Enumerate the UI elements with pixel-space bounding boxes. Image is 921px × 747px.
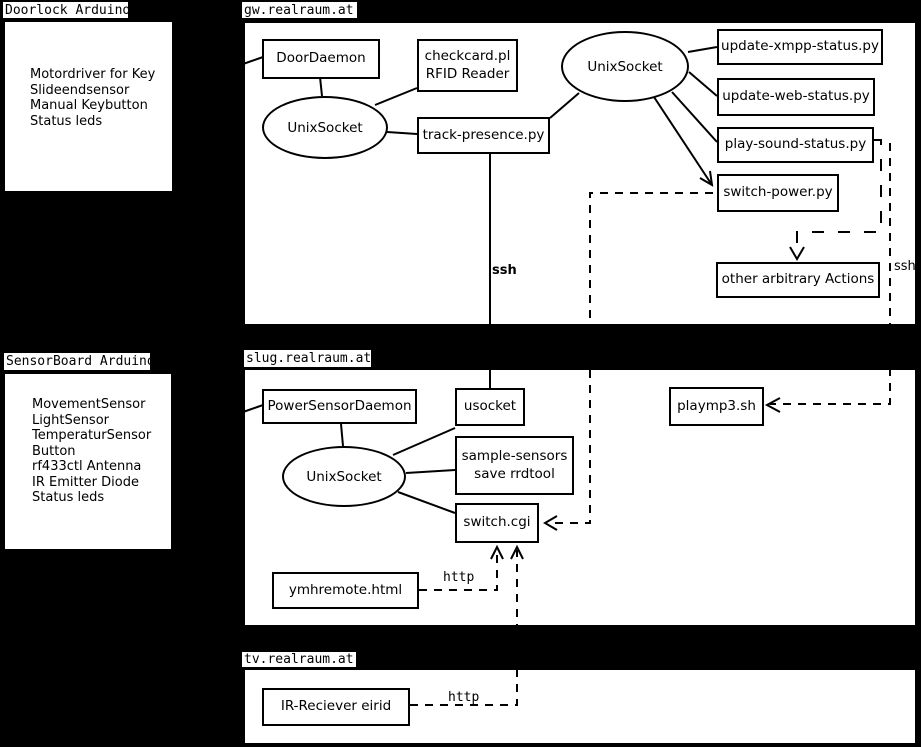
edge-label-ssh-track: ssh [492,263,517,278]
sensorboard-item: TemperaturSensor [32,428,152,443]
edge-unixsocketslug-switchcgi [397,491,456,514]
doorlock-item: Slideendsensor [30,82,130,98]
node-label: UnixSocket [587,58,663,75]
node-label: update-web-status.py [722,88,870,105]
node-sample-sensors: sample-sensors save rrdtool [455,436,574,495]
node-powersensordaemon: PowerSensorDaemon [262,389,417,424]
node-update-xmpp-status: update-xmpp-status.py [717,29,883,65]
node-unixsocket-gw: UnixSocket [561,31,689,102]
node-label: UnixSocket [287,119,363,136]
edge-unixsocketslug-samplesensors [405,469,456,474]
cluster-box-doorlock: Motordriver for Key Slideendsensor Manua… [3,20,174,193]
node-unixsocket-door: UnixSocket [262,96,388,159]
edge-unixsocketgw-playsound [671,91,718,143]
node-label: usocket [463,398,517,415]
edge-ssh-playmp3-dashed [770,143,891,405]
node-label: IR-Reciever eirid [280,698,392,715]
edge-switchpower-switchcgi-dashed [548,192,713,524]
node-label: RFID Reader [425,65,510,82]
cluster-label-doorlock: Doorlock Arduino [2,1,130,19]
node-label: track-presence.py [422,126,545,143]
node-label: update-xmpp-status.py [721,38,879,55]
node-label: checkcard.pl [424,48,511,65]
node-unixsocket-slug: UnixSocket [282,446,406,507]
node-label: switch-power.py [723,184,833,201]
doorlock-item: Manual Keybutton [30,98,148,113]
cluster-label-sensorboard: SensorBoard Arduino [3,352,155,371]
node-label: switch.cgi [463,514,531,531]
node-label: ymhremote.html [288,581,403,598]
arrowhead-switchpower [699,170,714,187]
node-playmp3: playmp3.sh [669,387,764,426]
node-label: sample-sensors [461,448,568,465]
edge-sensorboard-powersensordaemon [242,404,264,413]
edge-unixsocketgw-updatexmpp [687,46,718,53]
edge-trackpresence-unixsocketgw [549,92,580,119]
cluster-box-sensorboard: MovementSensor LightSensor TemperaturSen… [3,372,173,551]
edge-powersensordaemon-unixsocketslug [340,423,344,447]
arrowhead-otheractions [789,246,805,261]
sensorboard-item: Status leds [32,490,105,505]
node-doordaemon: DoorDaemon [262,39,380,79]
node-checkcard-rfid-reader: checkcard.pl RFID Reader [417,39,518,92]
node-ir-reciever: IR-Reciever eirid [262,688,410,726]
edge-ymhremote-switchcgi-dashed [419,550,498,591]
edge-playsound-otheractions-dashed [796,139,882,256]
arrowhead-switchcgi-right [543,515,558,531]
edge-unixsocket-checkcard [374,87,418,106]
sensorboard-item: Button [32,443,76,459]
doorlock-item: Status leds [30,113,103,129]
edge-doorlock-doordaemon [242,56,264,65]
edge-unixsocketgw-updateweb [688,71,718,97]
doorlock-item: Motordriver for Key [30,67,156,82]
arrowhead-switchcgi-bottom-left [490,544,504,560]
sensorboard-item: rf433ctl Antenna [32,459,142,474]
edge-unixsocketgw-switchpower [653,96,713,186]
node-usocket: usocket [455,388,525,426]
node-switch-power: switch-power.py [717,174,839,212]
edge-doordaemon-unixsocket [319,76,323,97]
arrowhead-playmp3 [764,397,781,413]
node-play-sound-status: play-sound-status.py [717,127,874,163]
edge-label-http-ir: http [448,690,480,705]
node-label: PowerSensorDaemon [267,397,412,414]
node-label: DoorDaemon [276,50,366,67]
cluster-label-slug: slug.realraum.at [243,349,372,368]
edge-unixsocket-trackpresence [386,131,418,135]
node-ymhremote: ymhremote.html [272,572,419,609]
sensorboard-item: MovementSensor [32,397,146,412]
edge-irreciever-switchcgi-dashed [410,550,518,706]
node-other-arbitrary-actions: other arbitrary Actions [716,262,880,298]
node-switch-cgi: switch.cgi [455,503,539,543]
node-update-web-status: update-web-status.py [717,78,875,116]
sensorboard-item: LightSensor [32,412,110,428]
edge-unixsocketslug-usocket [392,427,456,456]
sensorboard-item: IR Emitter Diode [32,474,139,490]
cluster-label-gw: gw.realraum.at [241,1,358,19]
node-label: save rrdtool [474,465,555,482]
edge-label-ssh-playmp3: ssh [894,259,916,274]
node-label: playmp3.sh [677,397,756,414]
node-label: UnixSocket [306,468,382,485]
cluster-label-tv: tv.realraum.at [241,651,357,668]
node-label: play-sound-status.py [724,136,867,153]
arrowhead-switchcgi-bottom-right [510,544,524,560]
node-label: other arbitrary Actions [721,271,875,288]
edge-label-http-ymhremote: http [443,570,475,585]
node-track-presence: track-presence.py [417,117,550,154]
